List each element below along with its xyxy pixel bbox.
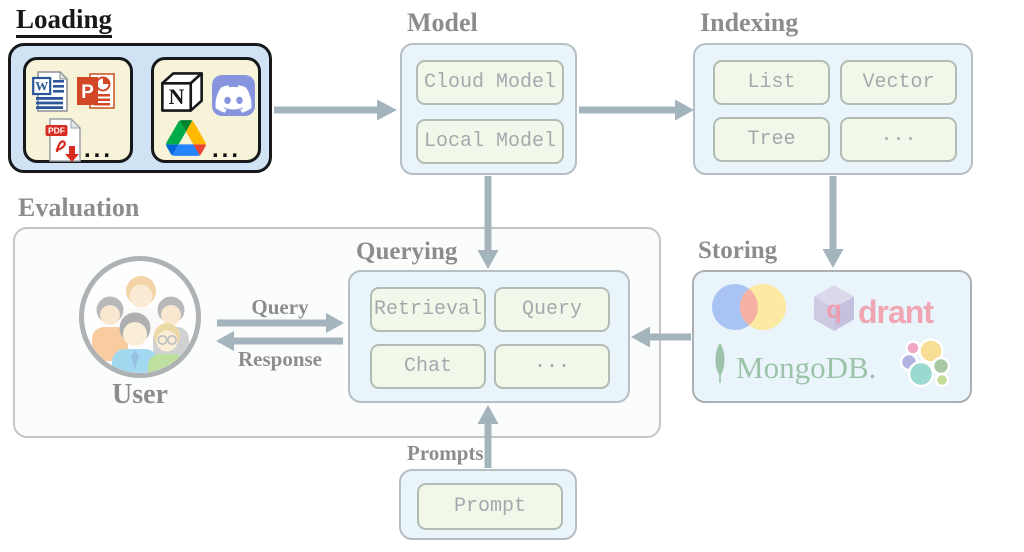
arrow-indexing-to-storing <box>822 176 844 268</box>
indexing-title: Indexing <box>700 8 799 37</box>
querying-query-cell: Query <box>494 287 610 332</box>
chroma-logo-icon <box>712 284 786 330</box>
qdrant-wordmark: drant <box>858 294 934 330</box>
pdf-label: PDF <box>48 126 65 136</box>
querying-retrieval-cell: Retrieval <box>370 287 486 332</box>
google-drive-icon <box>166 120 206 156</box>
index-list-cell: List <box>713 60 830 105</box>
arrow-model-to-indexing <box>579 99 694 121</box>
index-tree-cell: Tree <box>713 117 830 162</box>
app-ellipsis: ... <box>212 136 242 163</box>
loading-app-sources-group: N ... <box>151 57 261 163</box>
loading-box: W P PDF <box>8 43 272 173</box>
user-label: User <box>112 379 168 410</box>
elastic-logo-icon <box>899 338 950 388</box>
powerpoint-letter: P <box>81 82 94 103</box>
prompt-cell: Prompt <box>417 483 563 530</box>
mongodb-wordmark: MongoDB. <box>736 350 877 385</box>
word-letter: W <box>35 79 48 94</box>
index-vector-cell: Vector <box>840 60 957 105</box>
powerpoint-icon: P <box>77 73 115 109</box>
indexing-box: List Vector Tree ··· <box>693 43 973 175</box>
storing-box: q drant MongoDB. <box>692 270 972 403</box>
response-arrow-label: Response <box>237 347 322 371</box>
doc-ellipsis: ... <box>84 136 114 163</box>
querying-title: Querying <box>356 238 458 265</box>
prompt-box: Prompt <box>399 469 577 540</box>
evaluation-title: Evaluation <box>18 193 140 222</box>
loading-doc-sources-group: W P PDF <box>23 57 133 163</box>
qdrant-q-glyph: q <box>826 296 841 324</box>
storing-title: Storing <box>698 237 778 264</box>
model-box: Cloud Model Local Model <box>400 43 577 175</box>
word-icon: W <box>32 71 68 112</box>
local-model-cell: Local Model <box>416 119 564 164</box>
notion-icon: N <box>161 72 203 112</box>
cloud-model-cell: Cloud Model <box>416 60 564 105</box>
index-more-cell: ··· <box>840 117 957 162</box>
model-title: Model <box>407 8 478 37</box>
querying-more-cell: ··· <box>494 344 610 389</box>
prompts-title: Prompts <box>407 441 484 465</box>
arrow-loading-to-model <box>274 99 397 121</box>
loading-title: Loading <box>16 4 113 38</box>
discord-icon <box>212 75 255 116</box>
query-arrow-label: Query <box>251 295 309 319</box>
user-avatar <box>79 256 201 378</box>
qdrant-logo-icon: q <box>814 285 854 331</box>
pdf-icon: PDF <box>45 118 81 162</box>
querying-chat-cell: Chat <box>370 344 486 389</box>
mongodb-leaf-icon <box>715 343 725 383</box>
querying-box: Retrieval Query Chat ··· <box>348 270 630 403</box>
notion-letter: N <box>169 85 185 109</box>
